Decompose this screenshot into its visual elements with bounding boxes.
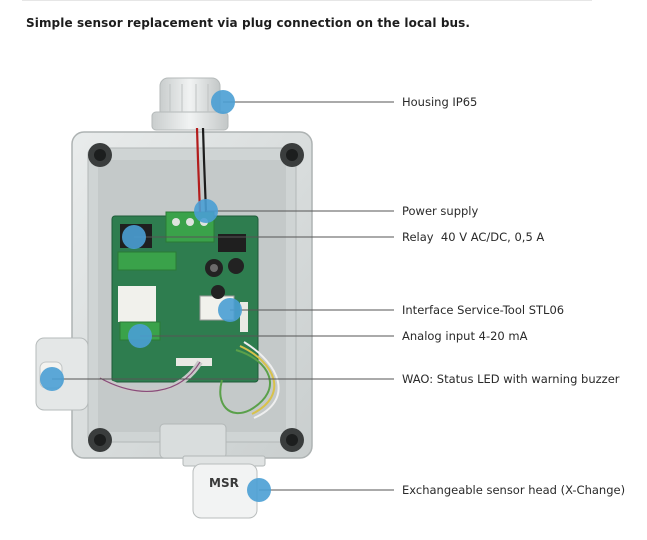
msr-logo: MSR bbox=[209, 476, 239, 490]
leader-lines bbox=[52, 101, 394, 491]
label-analog-input: Analog input 4-20 mA bbox=[402, 329, 528, 343]
label-housing: Housing IP65 bbox=[402, 95, 478, 109]
marker-analog-input bbox=[128, 324, 152, 348]
marker-housing bbox=[211, 90, 235, 114]
label-relay: Relay 40 V AC/DC, 0,5 A bbox=[402, 230, 545, 244]
callout-markers bbox=[40, 90, 271, 502]
label-power-supply: Power supply bbox=[402, 204, 479, 218]
wiring bbox=[98, 127, 280, 419]
diagram-heading: Simple sensor replacement via plug conne… bbox=[26, 16, 471, 30]
label-sensor-head: Exchangeable sensor head (X-Change) bbox=[402, 483, 626, 497]
marker-power-supply bbox=[194, 199, 218, 223]
cable-gland bbox=[151, 77, 229, 131]
label-wao-led: WAO: Status LED with warning buzzer bbox=[402, 372, 620, 386]
top-divider bbox=[22, 0, 592, 1]
marker-sensor-head bbox=[247, 478, 271, 502]
marker-relay bbox=[122, 225, 146, 249]
marker-wao-led bbox=[40, 367, 64, 391]
label-interface: Interface Service-Tool STL06 bbox=[402, 303, 565, 317]
marker-interface bbox=[218, 298, 242, 322]
